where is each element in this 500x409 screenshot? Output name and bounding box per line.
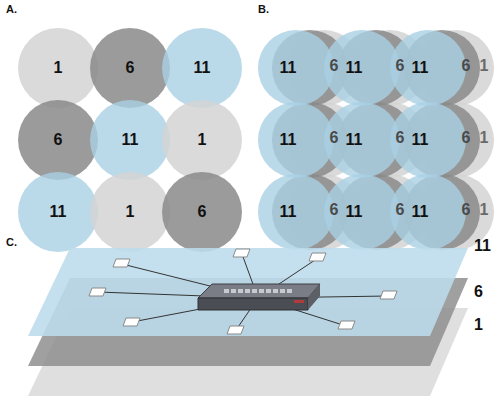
- channel-number: 11: [346, 59, 363, 77]
- circle-fill: [162, 100, 242, 180]
- channel-number: 6: [396, 129, 405, 147]
- channel-circle: 11: [90, 100, 170, 180]
- circle-fill: [390, 174, 466, 250]
- channel-number: 6: [330, 57, 339, 75]
- circle-fill: [162, 172, 242, 252]
- channel-circle: 1: [90, 172, 170, 252]
- channel-number: 6: [330, 201, 339, 219]
- channel-number: 11: [194, 59, 211, 77]
- channel-circle: 6: [162, 172, 242, 252]
- plane-fill: [28, 248, 468, 336]
- channel-circle: 1: [18, 28, 98, 108]
- channel-number: 11: [346, 203, 363, 221]
- circle-fill: [18, 172, 98, 252]
- panel-letter: A.: [6, 3, 17, 15]
- channel-number: 1: [198, 131, 207, 149]
- circle-fill: [18, 28, 98, 108]
- channel-circle: 11: [18, 172, 98, 252]
- channel-number: 11: [122, 131, 139, 149]
- channel-number: 6: [126, 59, 135, 77]
- circle-fill: [390, 30, 466, 106]
- channel-number: 1: [480, 129, 489, 147]
- channel-circle: 11: [162, 28, 242, 108]
- channel-number: 11: [412, 131, 429, 149]
- panel-letter: C.: [6, 236, 17, 248]
- channel-circle: 11: [258, 30, 334, 106]
- circle-fill: [162, 28, 242, 108]
- channel-number: 1: [474, 316, 483, 334]
- channel-number: 6: [462, 57, 471, 75]
- circle-fill: [258, 30, 334, 106]
- channel-number: 6: [462, 201, 471, 219]
- channel-circle: 6: [90, 28, 170, 108]
- channel-number: 6: [396, 57, 405, 75]
- panel-letter: B.: [258, 3, 269, 15]
- channel-number: 11: [280, 203, 297, 221]
- circle-fill: [90, 28, 170, 108]
- channel-circle: 1: [162, 100, 242, 180]
- channel-number: 11: [412, 59, 429, 77]
- circle-fill: [258, 174, 334, 250]
- circle-fill: [324, 102, 400, 178]
- network-switch: [198, 284, 320, 310]
- channel-number: 6: [474, 283, 483, 301]
- channel-number: 11: [280, 131, 297, 149]
- channel-number: 1: [480, 201, 489, 219]
- channel-number: 6: [54, 131, 63, 149]
- circle-fill: [18, 100, 98, 180]
- channel-number: 11: [346, 131, 363, 149]
- channel-number: 11: [50, 203, 67, 221]
- channel-circle: 11: [258, 102, 334, 178]
- channel-number: 11: [474, 237, 491, 255]
- circle-fill: [324, 174, 400, 250]
- channel-number: 6: [396, 201, 405, 219]
- channel-number: 11: [280, 59, 297, 77]
- cable: [98, 254, 388, 330]
- channel-number: 1: [480, 57, 489, 75]
- channel-number: 1: [54, 59, 63, 77]
- channel-circle: 6: [18, 100, 98, 180]
- circle-fill: [390, 102, 466, 178]
- channel-number: 1: [126, 203, 135, 221]
- circle-fill: [90, 100, 170, 180]
- circle-fill: [258, 102, 334, 178]
- circle-fill: [90, 172, 170, 252]
- channel-number: 6: [330, 129, 339, 147]
- channel-circle: 11: [258, 174, 334, 250]
- channel-number: 6: [462, 129, 471, 147]
- channel-number: 6: [198, 203, 207, 221]
- access-point: [89, 249, 397, 334]
- channel-number: 11: [412, 203, 429, 221]
- circle-fill: [324, 30, 400, 106]
